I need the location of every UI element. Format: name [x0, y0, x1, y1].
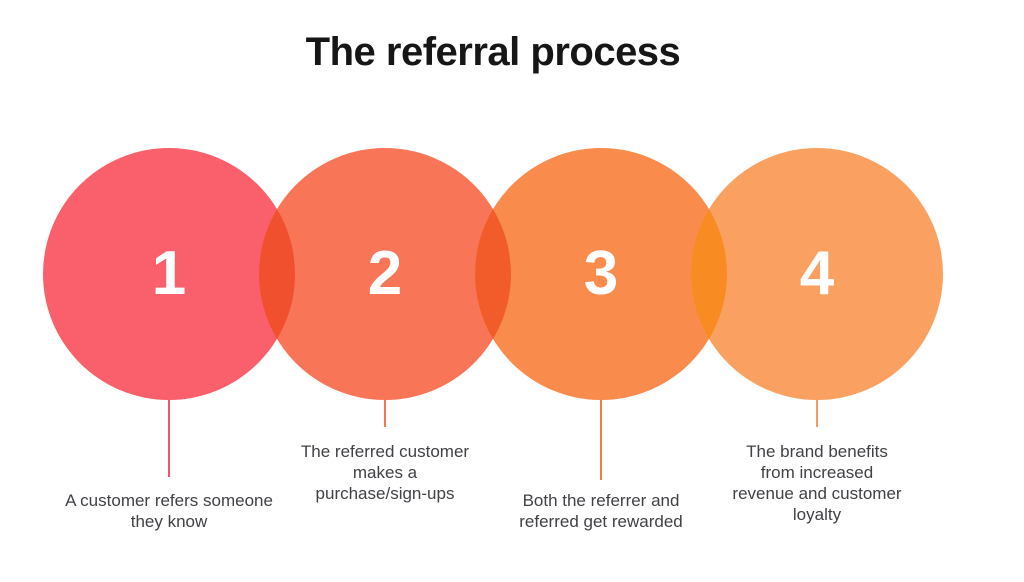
step-4-number: 4	[799, 239, 835, 308]
step-1-circle	[43, 148, 295, 400]
step-2-circle	[259, 148, 511, 400]
step-1-caption: A customer refers someone they know	[65, 491, 273, 531]
step-4-circle	[691, 148, 943, 400]
step-4-caption: The brand benefits from increased revenu…	[732, 442, 902, 524]
step-3-caption: Both the referrer and referred get rewar…	[519, 491, 683, 531]
step-2-caption: The referred customer makes a purchase/s…	[300, 442, 470, 503]
step-3-circle	[475, 148, 727, 400]
step-3-number: 3	[583, 239, 619, 308]
page-title: The referral process	[305, 30, 681, 74]
step-2-number: 2	[367, 239, 403, 308]
step-1-number: 1	[151, 239, 187, 308]
